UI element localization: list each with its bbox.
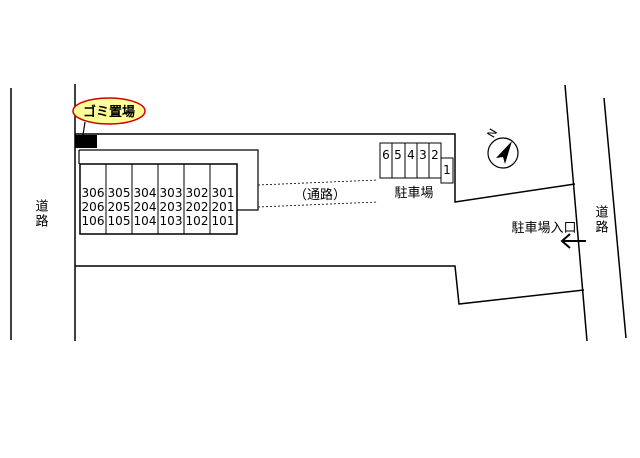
unit-block: 306 206 106 305 205 105 304 204 104 303 … [79, 163, 238, 235]
lot-boundary-lower [75, 265, 585, 305]
north-arrow-icon: N [485, 126, 519, 169]
entrance-label: 駐車場入口 [511, 221, 576, 236]
arrow-left-icon [560, 233, 586, 249]
unit-203: 203 [160, 200, 183, 214]
unit-201: 201 [212, 200, 235, 214]
unit-103: 103 [160, 214, 183, 228]
unit-204: 204 [134, 200, 157, 214]
unit-305: 305 [108, 186, 131, 200]
parking-space-6: 6 [382, 148, 390, 162]
passage-label: （通路） [294, 187, 346, 203]
compass-north-label: N [485, 126, 500, 140]
unit-202: 202 [186, 200, 209, 214]
parking-space-1: 1 [443, 163, 451, 177]
unit-306: 306 [82, 186, 105, 200]
unit-101: 101 [212, 214, 235, 228]
unit-302: 302 [186, 186, 209, 200]
parking-label: 駐車場 [394, 186, 433, 201]
garbage-area-block [75, 135, 97, 148]
road-label-left: 道路 [33, 199, 49, 229]
parking-space-3: 3 [419, 148, 427, 162]
garbage-label-bubble [72, 97, 146, 125]
unit-104: 104 [134, 214, 157, 228]
right-road-edge-outer [603, 97, 627, 339]
unit-105: 105 [108, 214, 131, 228]
garbage-label: ゴミ置場 [83, 104, 135, 120]
right-road-edge-inner [564, 84, 588, 342]
parking-space-4: 4 [407, 148, 415, 162]
unit-206: 206 [82, 200, 105, 214]
unit-304: 304 [134, 186, 157, 200]
unit-303: 303 [160, 186, 183, 200]
unit-301: 301 [212, 186, 235, 200]
lot-boundary [75, 133, 576, 203]
parking-space-5: 5 [394, 148, 402, 162]
parking-space-2: 2 [431, 148, 439, 162]
garbage-leader-line [82, 121, 86, 136]
passage-line-lower [257, 201, 379, 208]
unit-106: 106 [82, 214, 105, 228]
building-outline [79, 149, 259, 211]
road-label-right: 道路 [593, 205, 609, 235]
parking-block: 6 5 4 3 2 1 [379, 142, 454, 184]
passage-line-upper [257, 179, 379, 186]
unit-205: 205 [108, 200, 131, 214]
unit-102: 102 [186, 214, 209, 228]
